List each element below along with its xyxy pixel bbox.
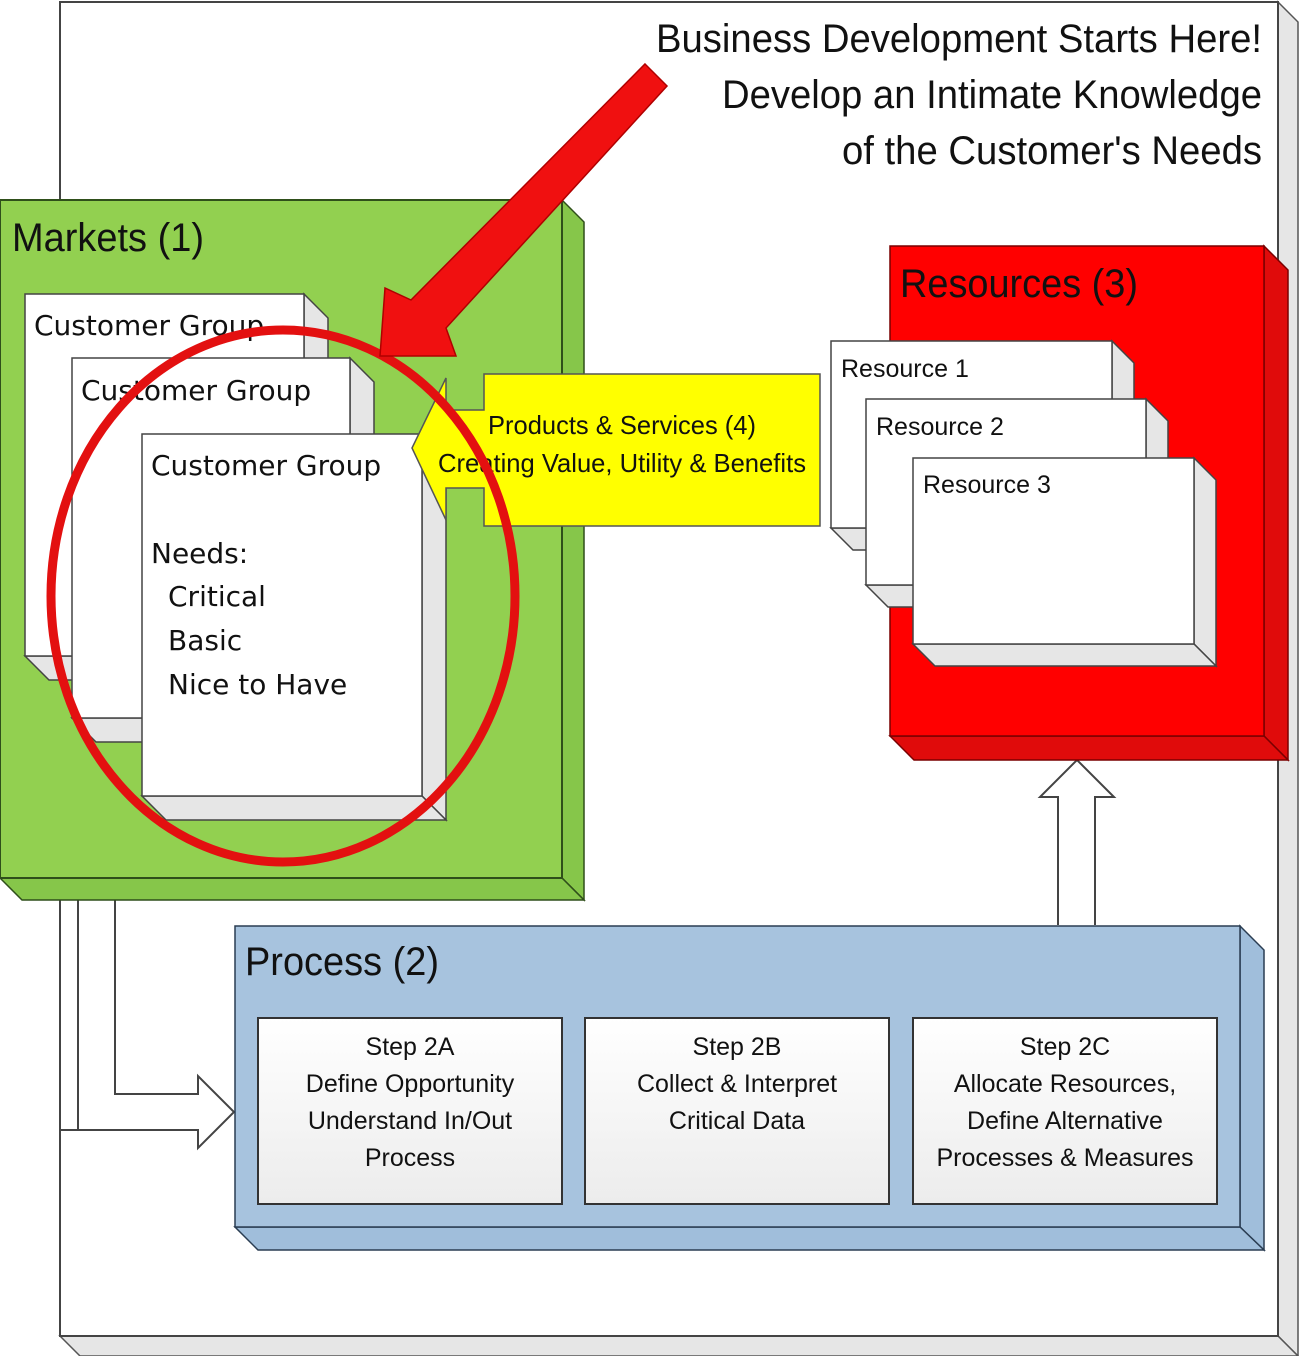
need-basic: Basic [168,624,242,657]
step-2b-box [584,1017,890,1205]
step-2a-line: Define Opportunity [306,1070,515,1098]
step-2b-line: Collect & Interpret [637,1070,837,1098]
resources-title: Resources (3) [900,262,1138,306]
resource-label: Resource 3 [923,471,1051,499]
step-2a-line: Understand In/Out [308,1107,512,1135]
headline: Business Development Starts Here! Develo… [656,17,1262,173]
step-2b: Step 2B Collect & Interpret Critical Dat… [637,1033,837,1135]
customer-group-card-3: Customer Group Needs: Critical Basic Nic… [140,432,448,822]
markets-to-process-arrow [59,900,236,1151]
step-2a-title: Step 2A [366,1033,455,1061]
products-title: Products & Services (4) [488,410,756,440]
step-2c-line: Define Alternative [967,1107,1163,1135]
headline-line-3: of the Customer's Needs [842,129,1262,173]
step-2c: Step 2C Allocate Resources, Define Alter… [936,1033,1193,1172]
needs-title: Needs: [151,537,248,570]
resource-label: Resource 1 [841,355,969,383]
step-2c-line: Processes & Measures [936,1144,1193,1172]
customer-group-label: Customer Group [151,449,381,482]
step-2b-line: Critical Data [669,1107,805,1135]
headline-line-1: Business Development Starts Here! [656,17,1262,61]
customer-group-label: Customer Group [81,374,311,407]
resource-card-3: Resource 3 [911,456,1218,668]
step-2c-title: Step 2C [1020,1033,1110,1061]
products-subtitle: Creating Value, Utility & Benefits [438,448,806,478]
need-nice-to-have: Nice to Have [168,668,347,701]
step-2c-line: Allocate Resources, [954,1070,1176,1098]
step-2c-box [912,1017,1218,1205]
red-pointer-arrow-icon [379,62,669,357]
markets-title: Markets (1) [12,216,204,260]
step-2b-title: Step 2B [693,1033,782,1061]
process-box: Process (2) Step 2A Define Opportunity U… [233,924,1266,1252]
products-services-arrow: Products & Services (4) Creating Value, … [411,373,821,527]
process-title: Process (2) [245,940,439,984]
need-critical: Critical [168,580,266,613]
headline-line-2: Develop an Intimate Knowledge [722,73,1262,117]
resource-label: Resource 2 [876,413,1004,441]
step-2a-line: Process [365,1144,455,1172]
step-2a-box [257,1017,563,1205]
step-2a: Step 2A Define Opportunity Understand In… [306,1033,515,1172]
highlight-circle [46,325,520,867]
